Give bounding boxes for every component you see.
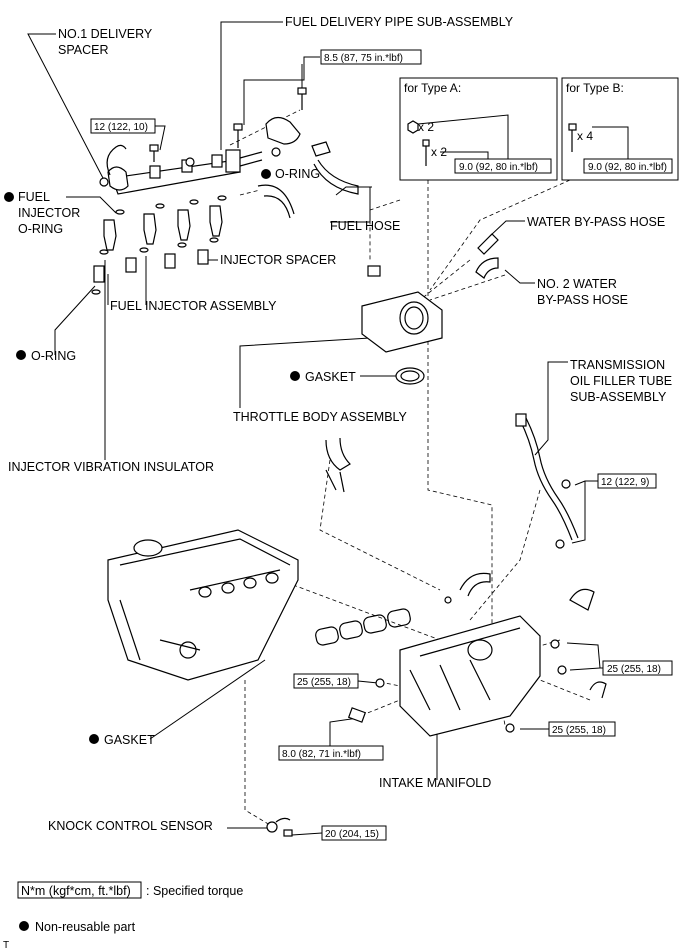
throttle-body xyxy=(361,265,443,385)
transmission-oil-filler-tube xyxy=(515,413,579,549)
label-fuel-delivery-pipe: FUEL DELIVERY PIPE SUB-ASSEMBLY xyxy=(285,15,514,29)
torque-box-delivery-pipe xyxy=(320,49,422,65)
label-fuel-injector-assembly: FUEL INJECTOR ASSEMBLY xyxy=(110,299,277,313)
label-fuel-injector-oring-line3: O-RING xyxy=(18,222,63,236)
non-reusable-mark-gasket-manifold xyxy=(89,734,99,744)
non-reusable-mark-injector-oring xyxy=(4,192,14,202)
manifold-gasket xyxy=(315,608,411,646)
intake-manifold xyxy=(347,572,607,737)
legend-non-reusable-mark xyxy=(19,921,29,931)
torque-filler-tube: 12 (122, 9) xyxy=(601,477,649,488)
label-knock-control-sensor: KNOCK CONTROL SENSOR xyxy=(48,819,213,833)
non-reusable-mark-oring-lower xyxy=(16,350,26,360)
type-a-torque: 9.0 (92, 80 in.*lbf) xyxy=(459,162,538,173)
engine-block xyxy=(107,529,299,681)
fuel-hose-part xyxy=(257,141,359,219)
label-oring-upper: O-RING xyxy=(275,167,320,181)
torque-delivery-pipe: 8.5 (87, 75 in.*lbf) xyxy=(324,53,403,64)
label-oring-lower: O-RING xyxy=(31,349,76,363)
torque-delivery-spacer: 12 (122, 10) xyxy=(94,122,148,133)
label-no2-water-bypass-line2: BY-PASS HOSE xyxy=(537,293,628,307)
label-no2-water-bypass-line1: NO. 2 WATER xyxy=(537,277,617,291)
label-injector-vibration-insulator: INJECTOR VIBRATION INSULATOR xyxy=(8,460,214,474)
torque-knock-sensor: 20 (204, 15) xyxy=(325,829,379,840)
bolt-icon xyxy=(568,123,577,131)
corner-mark: T xyxy=(3,940,9,951)
label-trans-oil-line3: SUB-ASSEMBLY xyxy=(570,390,667,404)
type-b-torque: 9.0 (92, 80 in.*lbf) xyxy=(588,162,667,173)
fuel-injectors xyxy=(91,195,227,295)
type-b-torque-box xyxy=(583,158,673,174)
label-intake-manifold: INTAKE MANIFOLD xyxy=(379,776,491,790)
type-b-title: for Type B: xyxy=(566,81,624,95)
nut-icon xyxy=(407,120,419,134)
non-reusable-mark-gasket-throttle xyxy=(290,371,300,381)
stud-bolt-icon xyxy=(422,139,430,147)
label-gasket-manifold: GASKET xyxy=(104,733,155,747)
legend: N*m (kgf*cm, ft.*lbf) : Specified torque… xyxy=(3,881,243,951)
fuel-delivery-pipe xyxy=(99,87,307,195)
legend-non-reusable: Non-reusable part xyxy=(35,920,136,934)
type-a-qty2: x 2 xyxy=(431,145,447,159)
torque-manifold-left: 25 (255, 18) xyxy=(297,677,351,688)
type-a-torque-box xyxy=(454,158,552,174)
type-a-title: for Type A: xyxy=(404,81,461,95)
label-water-bypass-hose: WATER BY-PASS HOSE xyxy=(527,215,665,229)
knock-sensor xyxy=(266,817,293,837)
torque-manifold-bracket: 8.0 (82, 71 in.*lbf) xyxy=(282,749,361,760)
torque-manifold-right-2: 25 (255, 18) xyxy=(552,725,606,736)
water-bypass-hoses xyxy=(475,233,499,279)
legend-torque-unit: N*m (kgf*cm, ft.*lbf) xyxy=(21,884,131,898)
legend-torque-box xyxy=(17,881,142,899)
label-no1-delivery-spacer-line1: NO.1 DELIVERY xyxy=(58,27,153,41)
label-trans-oil-line2: OIL FILLER TUBE xyxy=(570,374,672,388)
type-b-qty: x 4 xyxy=(577,129,593,143)
type-b-box: for Type B: x 4 9.0 (92, 80 in.*lbf) xyxy=(561,77,679,181)
label-no1-delivery-spacer-line2: SPACER xyxy=(58,43,108,57)
type-a-qty1: x 2 xyxy=(418,120,434,134)
label-gasket-throttle: GASKET xyxy=(305,370,356,384)
torque-box-manifold-bracket xyxy=(278,745,384,761)
legend-torque-desc: : Specified torque xyxy=(146,884,243,898)
pulsation-damper xyxy=(265,116,301,157)
label-fuel-injector-oring-line2: INJECTOR xyxy=(18,206,80,220)
wiring-connector xyxy=(325,437,351,493)
leader-lines xyxy=(27,21,603,836)
label-trans-oil-line1: TRANSMISSION xyxy=(570,358,665,372)
label-injector-spacer: INJECTOR SPACER xyxy=(220,253,336,267)
torque-manifold-right-1: 25 (255, 18) xyxy=(607,664,661,675)
label-throttle-body: THROTTLE BODY ASSEMBLY xyxy=(233,410,408,424)
non-reusable-mark-oring-upper xyxy=(261,169,271,179)
label-fuel-hose: FUEL HOSE xyxy=(330,219,400,233)
label-fuel-injector-oring-line1: FUEL xyxy=(18,190,50,204)
type-a-box: for Type A: x 2 x 2 9.0 (92, 80 in.*lbf) xyxy=(399,77,558,181)
